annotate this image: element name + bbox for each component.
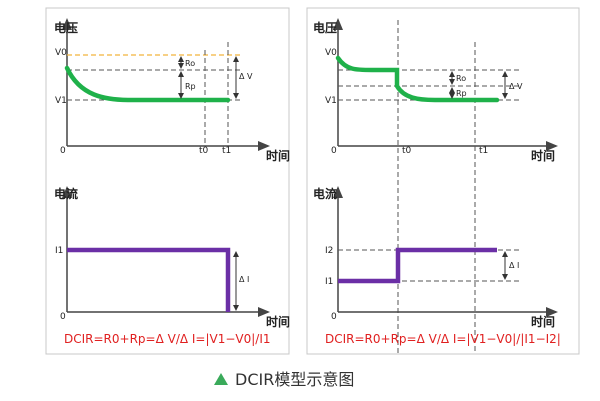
right-voltage-chart: 电压 时间 0 V0 V1 Ro Rp Δ V t0 t1 [313,18,558,354]
right-formula: DCIR=R0+Rp=Δ V/Δ I=|V1−V0|/|I1−I2| [325,332,561,346]
left-i1-label: I1 [55,246,63,256]
left-current-curve [67,247,231,312]
caption-text: DCIR模型示意图 [235,370,354,389]
left-ro-label: Ro [185,59,195,68]
left-t1-label: t1 [222,146,231,156]
right-current-curve [338,247,497,284]
right-ro-label: Ro [456,74,466,83]
left-voltage-x-label: 时间 [266,148,290,163]
right-current-chart: 电流 时间 0 I2 I1 Δ I [313,186,558,329]
caption: DCIR模型示意图 [214,370,354,389]
right-voltage-y-label: 电压 [313,20,337,35]
left-t0-label: t0 [199,146,209,156]
right-delta-v-label: Δ V [509,82,523,91]
left-voltage-origin-label: 0 [60,146,66,156]
right-delta-i-label: Δ I [509,261,519,270]
left-formula: DCIR=R0+Rp=Δ V/Δ I=|V1−V0|/I1 [64,332,271,346]
right-current-y-label: 电流 [313,186,337,201]
right-voltage-curve [335,55,500,103]
right-t0-label: t0 [402,146,412,156]
left-v1-label: V1 [55,96,67,106]
right-rp-label: Rp [456,89,467,98]
right-voltage-x-label: 时间 [531,148,555,163]
left-delta-v-label: Δ V [239,72,253,81]
right-v0-label: V0 [325,48,337,58]
left-current-y-label: 电流 [54,186,78,201]
left-v0-label: V0 [55,48,67,58]
left-rp-label: Rp [185,82,196,91]
right-current-x-label: 时间 [531,314,555,329]
left-panel-frame [45,7,290,355]
right-t1-label: t1 [479,146,488,156]
right-voltage-origin-label: 0 [331,146,337,156]
left-current-x-label: 时间 [266,314,290,329]
left-voltage-chart: 电压 时间 0 V0 V1 Ro Rp Δ V t0 t1 [54,18,290,163]
left-voltage-y-label: 电压 [54,20,78,35]
left-voltage-curve [64,65,231,103]
right-panel-frame [306,7,580,355]
left-current-origin-label: 0 [60,312,66,322]
right-i1-label: I1 [325,277,333,287]
right-v1-label: V1 [325,96,337,106]
right-i2-label: I2 [325,246,333,256]
triangle-up-icon [214,373,228,385]
right-current-origin-label: 0 [331,312,337,322]
left-current-chart: 电流 时间 0 I1 Δ I [54,186,290,329]
left-delta-i-label: Δ I [239,275,249,284]
